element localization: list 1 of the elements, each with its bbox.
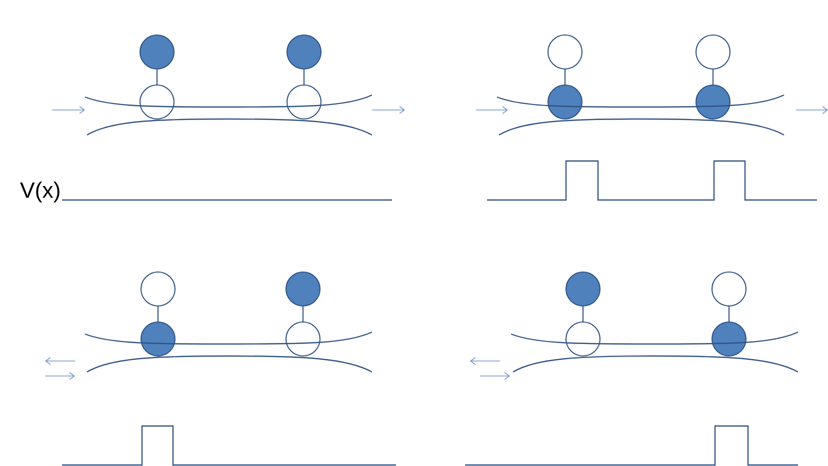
axis-label: V(x) [20,182,60,202]
